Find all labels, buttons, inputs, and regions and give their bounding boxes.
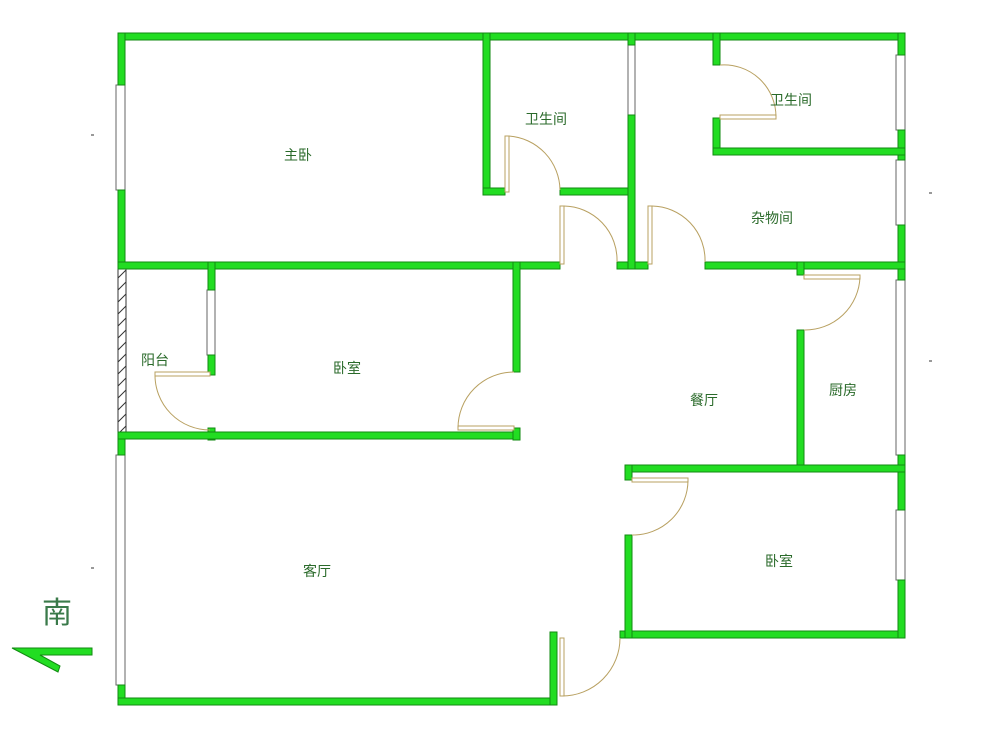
room-label-living: 客厅 bbox=[303, 564, 331, 580]
tick-marks bbox=[91, 134, 932, 569]
room-label-bedroom-2: 卧室 bbox=[765, 554, 793, 570]
compass-label: 南 bbox=[42, 596, 72, 631]
room-label-kitchen: 厨房 bbox=[829, 383, 857, 399]
room-label-bathroom-1: 卫生间 bbox=[525, 112, 567, 128]
windows bbox=[115, 44, 906, 686]
doors bbox=[154, 64, 861, 697]
room-label-balcony: 阳台 bbox=[141, 353, 169, 369]
room-label-storage: 杂物间 bbox=[751, 211, 793, 227]
walls bbox=[117, 32, 906, 706]
room-label-bathroom-2: 卫生间 bbox=[770, 93, 812, 109]
room-label-master-bedroom: 主卧 bbox=[284, 148, 312, 164]
room-label-dining: 餐厅 bbox=[690, 393, 718, 409]
balcony-railing bbox=[117, 267, 127, 437]
room-label-bedroom-1: 卧室 bbox=[333, 361, 361, 377]
compass-arrow-icon bbox=[11, 647, 93, 673]
